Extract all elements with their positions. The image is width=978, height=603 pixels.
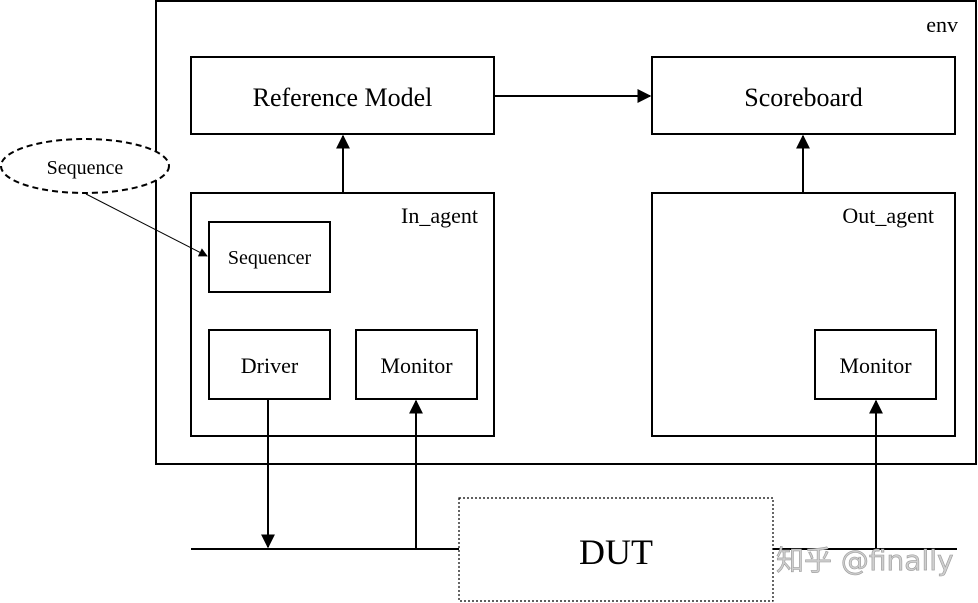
- out-monitor-box: Monitor: [814, 329, 937, 400]
- env-label: env: [926, 12, 958, 37]
- in-agent-label: In_agent: [401, 203, 478, 228]
- sequence-ellipse: Sequence: [0, 138, 170, 194]
- in-monitor-box: Monitor: [355, 329, 478, 400]
- dut-label: DUT: [579, 532, 653, 572]
- out-monitor-label: Monitor: [839, 353, 912, 378]
- driver-label: Driver: [241, 353, 299, 378]
- sequencer-label: Sequencer: [228, 247, 312, 269]
- watermark-text: 知乎 @finally: [776, 544, 954, 577]
- out-agent-label: Out_agent: [842, 203, 934, 228]
- sequence-to-sequencer-arrow: [85, 193, 208, 257]
- driver-box: Driver: [208, 329, 331, 400]
- in-monitor-label: Monitor: [380, 353, 453, 378]
- scoreboard-label: Scoreboard: [744, 83, 862, 112]
- dut-box: DUT: [458, 497, 774, 602]
- reference-model-box: Reference Model: [190, 56, 495, 135]
- sequence-label: Sequence: [47, 157, 124, 179]
- scoreboard-box: Scoreboard: [651, 56, 956, 135]
- reference-model-label: Reference Model: [253, 83, 433, 112]
- sequencer-box: Sequencer: [208, 221, 331, 293]
